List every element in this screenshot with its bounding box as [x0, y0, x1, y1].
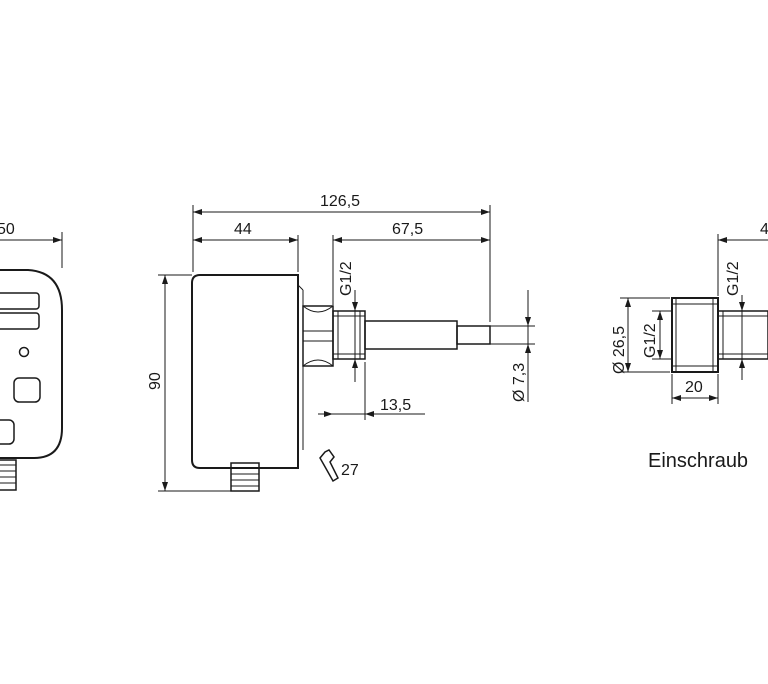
- label-fitting-length: 20: [685, 379, 703, 396]
- probe: [364, 320, 491, 350]
- status-led: [18, 346, 30, 358]
- hex-nut: [302, 305, 334, 367]
- threaded-section: [332, 310, 366, 360]
- side-connector: [230, 462, 260, 492]
- label-probe-diameter: Ø 7,3: [511, 363, 528, 402]
- front-view: 50: [0, 221, 63, 491]
- fitting-view: 4 G1/2 Ø 26,5 G1/2 20 Einschraub: [611, 221, 768, 472]
- fitting-body: [671, 297, 719, 373]
- label-fitting-thread-outer: G1/2: [725, 261, 742, 296]
- front-connector: [0, 459, 17, 491]
- label-overall-length: 126,5: [320, 193, 360, 210]
- display-window-lower: [0, 312, 40, 330]
- front-button-right: [13, 377, 41, 403]
- side-view: 126,5 44 67,5 G1/2 90 Ø 7,3: [147, 193, 535, 492]
- label-thread-length: 13,5: [380, 397, 411, 414]
- front-housing-outline: [0, 269, 63, 459]
- wrench-icon: [319, 449, 339, 483]
- label-height: 90: [147, 372, 164, 390]
- fitting-thread: [717, 310, 768, 360]
- label-housing-length: 44: [234, 221, 252, 238]
- display-window-upper: [0, 292, 40, 310]
- label-thread-main: G1/2: [338, 261, 355, 296]
- caption-fitting: Einschraub: [648, 450, 748, 472]
- front-button-left: [0, 419, 15, 445]
- label-width-front: 50: [0, 221, 15, 238]
- label-wrench-size: 27: [341, 462, 359, 479]
- label-fitting-total-partial: 4: [760, 221, 768, 238]
- label-probe-length: 67,5: [392, 221, 423, 238]
- label-fitting-thread-inner: G1/2: [642, 323, 659, 358]
- side-housing-outline: [191, 274, 299, 469]
- label-fitting-diameter: Ø 26,5: [611, 326, 628, 374]
